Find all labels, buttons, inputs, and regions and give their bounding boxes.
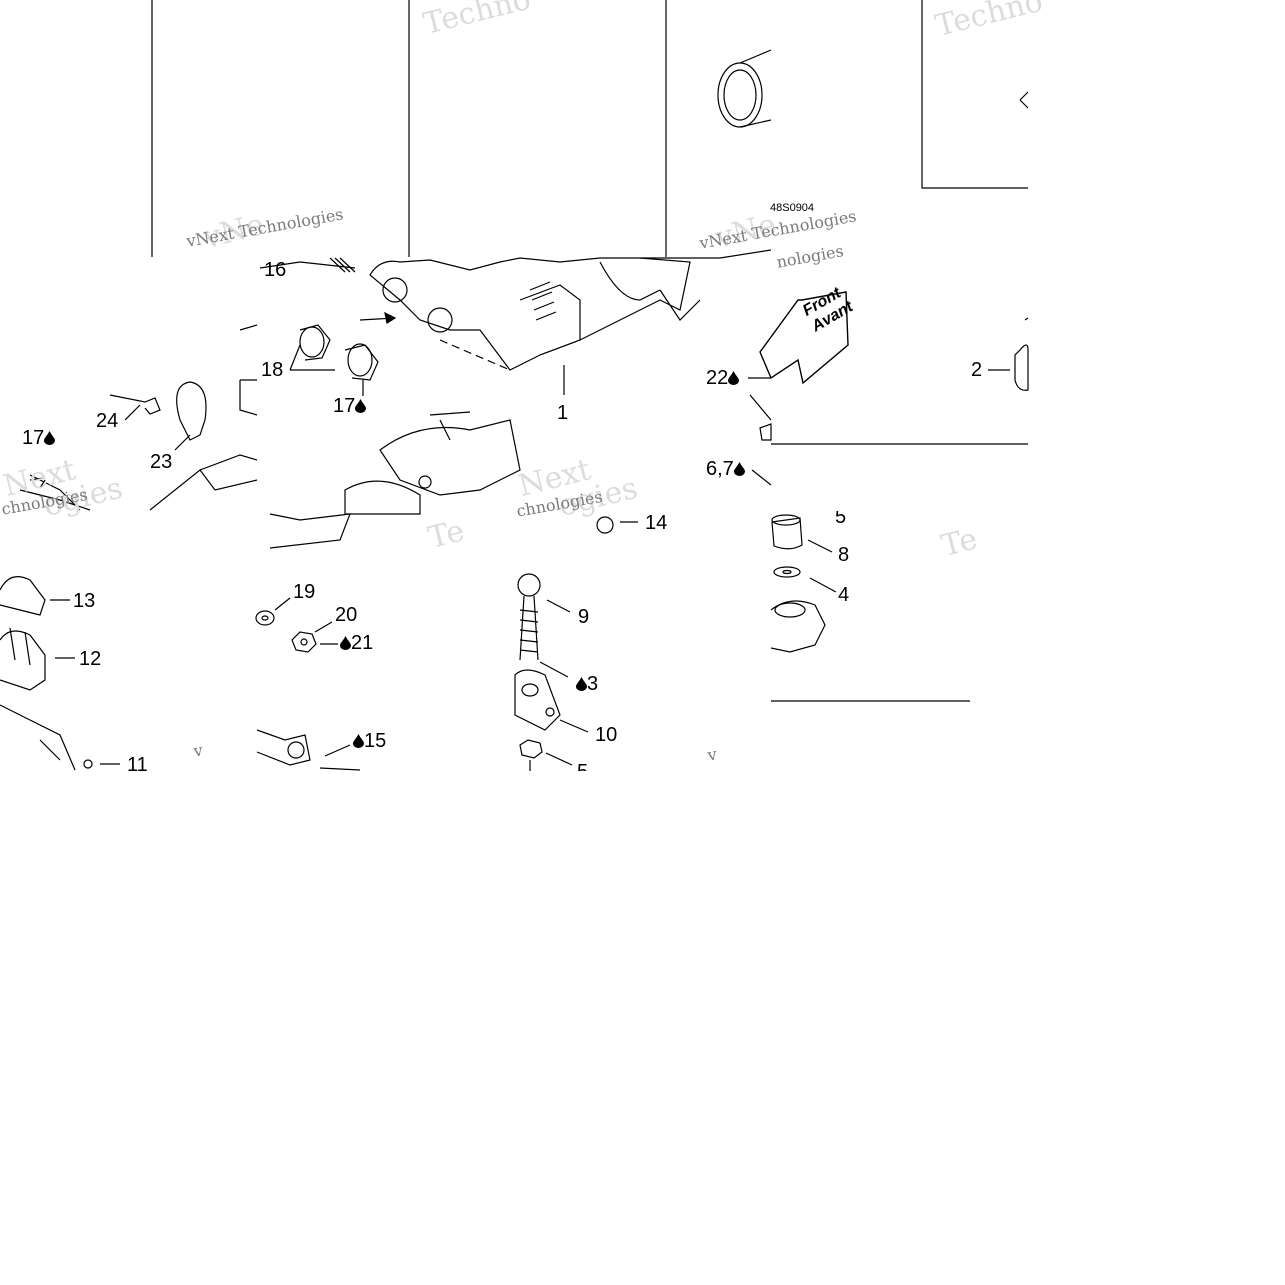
- lower-arm: [379, 419, 521, 496]
- oil-drop-icon: [355, 399, 367, 413]
- drawing-code: 48S0904: [770, 202, 815, 214]
- callout-6-7-text: 6,7: [706, 458, 734, 480]
- callout-9: 9: [578, 606, 590, 628]
- callout-21-text: 21: [351, 632, 374, 654]
- callout-19: 19: [293, 581, 316, 603]
- callout-8: 8: [838, 544, 850, 566]
- callout-2: 2: [971, 359, 983, 381]
- callout-24: 24: [96, 410, 119, 432]
- oil-drop-icon: [733, 462, 745, 476]
- callout-16: 16: [264, 259, 287, 281]
- callout-17-upper: 17: [333, 395, 367, 417]
- callout-18: 18: [261, 359, 284, 381]
- cup-part-8: [771, 517, 803, 550]
- callout-6-7: 6,7: [706, 459, 745, 479]
- callout-4: 4: [838, 584, 850, 606]
- callout-22: 22: [706, 367, 740, 389]
- callout-20: 20: [335, 604, 358, 626]
- callout-5-lower: 5: [577, 762, 588, 771]
- callout-17-left-text: 17: [22, 427, 45, 449]
- callout-1: 1: [557, 402, 569, 424]
- frame-line: [921, 0, 1028, 189]
- callout-3: 3: [576, 674, 598, 694]
- callout-23: 23: [150, 451, 173, 473]
- cover-part-12: [0, 630, 46, 691]
- callout-11: 11: [127, 754, 148, 776]
- cover-part-13: [0, 576, 46, 616]
- part-2: [1014, 344, 1029, 391]
- callout-17-left: 17: [22, 427, 56, 449]
- housing-part-4: [770, 600, 826, 653]
- callout-21: 21: [340, 633, 373, 653]
- callout-14: 14: [645, 512, 668, 534]
- oil-drop-icon: [576, 677, 587, 691]
- callout-15-text: 15: [364, 730, 387, 752]
- base-part-11: [0, 704, 76, 771]
- callout-15: 15: [353, 731, 386, 751]
- callout-17-upper-text: 17: [333, 395, 356, 417]
- oil-drop-icon: [353, 734, 364, 748]
- callout-13: 13: [73, 590, 96, 612]
- callout-10: 10: [595, 724, 618, 746]
- callout-12: 12: [79, 648, 102, 670]
- callout-3-text: 3: [587, 673, 599, 695]
- oil-drop-icon: [44, 431, 56, 445]
- callout-22-text: 22: [706, 367, 729, 389]
- oil-drop-icon: [340, 636, 351, 650]
- shock-body: [369, 257, 691, 371]
- empty-canvas: [0, 771, 1285, 1285]
- callout-5-upper: 5: [835, 506, 847, 528]
- oil-drop-icon: [728, 371, 740, 385]
- front-arrow: [759, 291, 849, 385]
